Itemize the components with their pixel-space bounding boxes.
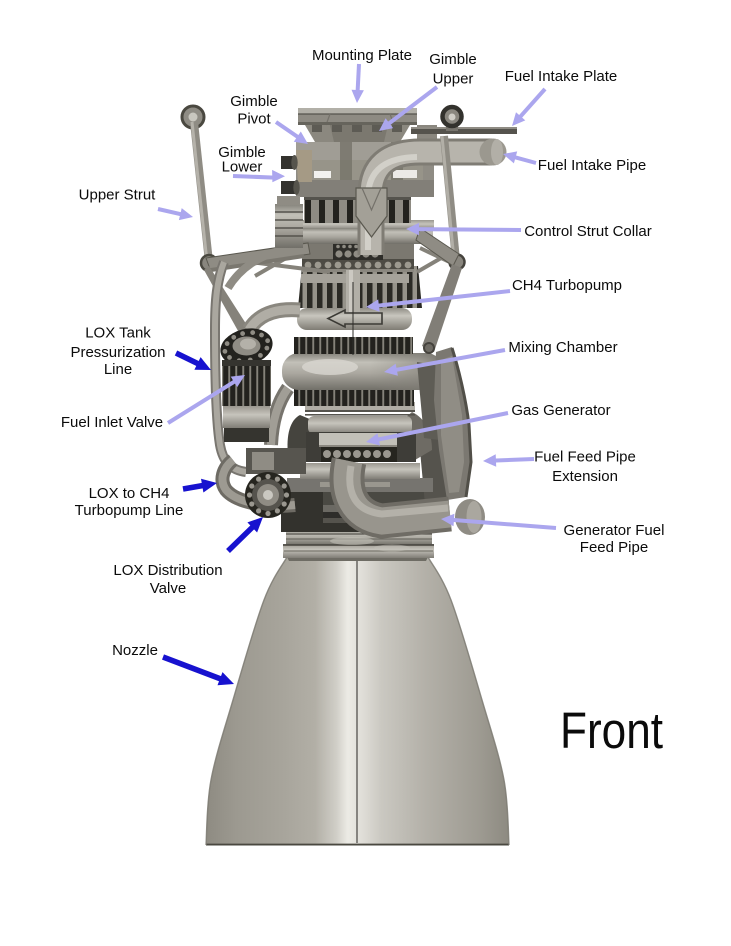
svg-text:Valve: Valve — [150, 580, 186, 597]
svg-text:Gas Generator: Gas Generator — [511, 402, 610, 419]
svg-text:Pressurization: Pressurization — [70, 344, 165, 361]
svg-text:Nozzle: Nozzle — [112, 642, 158, 659]
svg-text:Turbopump Line: Turbopump Line — [75, 502, 184, 519]
svg-text:Line: Line — [104, 361, 132, 378]
svg-text:Mounting Plate: Mounting Plate — [312, 47, 412, 64]
svg-text:Mixing Chamber: Mixing Chamber — [508, 339, 617, 356]
svg-text:Pivot: Pivot — [237, 110, 271, 127]
svg-text:Front: Front — [560, 702, 663, 759]
svg-text:Fuel Intake Plate: Fuel Intake Plate — [505, 68, 618, 85]
svg-text:Control Strut Collar: Control Strut Collar — [524, 223, 652, 240]
svg-text:Gimble: Gimble — [218, 144, 266, 161]
svg-text:Fuel Inlet Valve: Fuel Inlet Valve — [61, 414, 163, 431]
svg-text:Upper Strut: Upper Strut — [79, 187, 157, 204]
svg-text:LOX Tank: LOX Tank — [85, 325, 151, 342]
svg-text:Upper: Upper — [433, 70, 474, 87]
svg-text:Fuel Feed Pipe: Fuel Feed Pipe — [534, 449, 636, 466]
svg-text:LOX Distribution: LOX Distribution — [113, 562, 222, 579]
svg-text:CH4 Turbopump: CH4 Turbopump — [512, 277, 622, 294]
svg-text:Gimble: Gimble — [429, 51, 477, 68]
svg-text:Extension: Extension — [552, 468, 618, 485]
svg-text:Generator Fuel: Generator Fuel — [564, 522, 665, 539]
svg-text:Lower: Lower — [222, 159, 263, 176]
svg-text:Feed Pipe: Feed Pipe — [580, 539, 648, 556]
svg-text:LOX to CH4: LOX to CH4 — [89, 485, 170, 502]
svg-text:Gimble: Gimble — [230, 93, 278, 110]
svg-text:Fuel Intake Pipe: Fuel Intake Pipe — [538, 157, 646, 174]
